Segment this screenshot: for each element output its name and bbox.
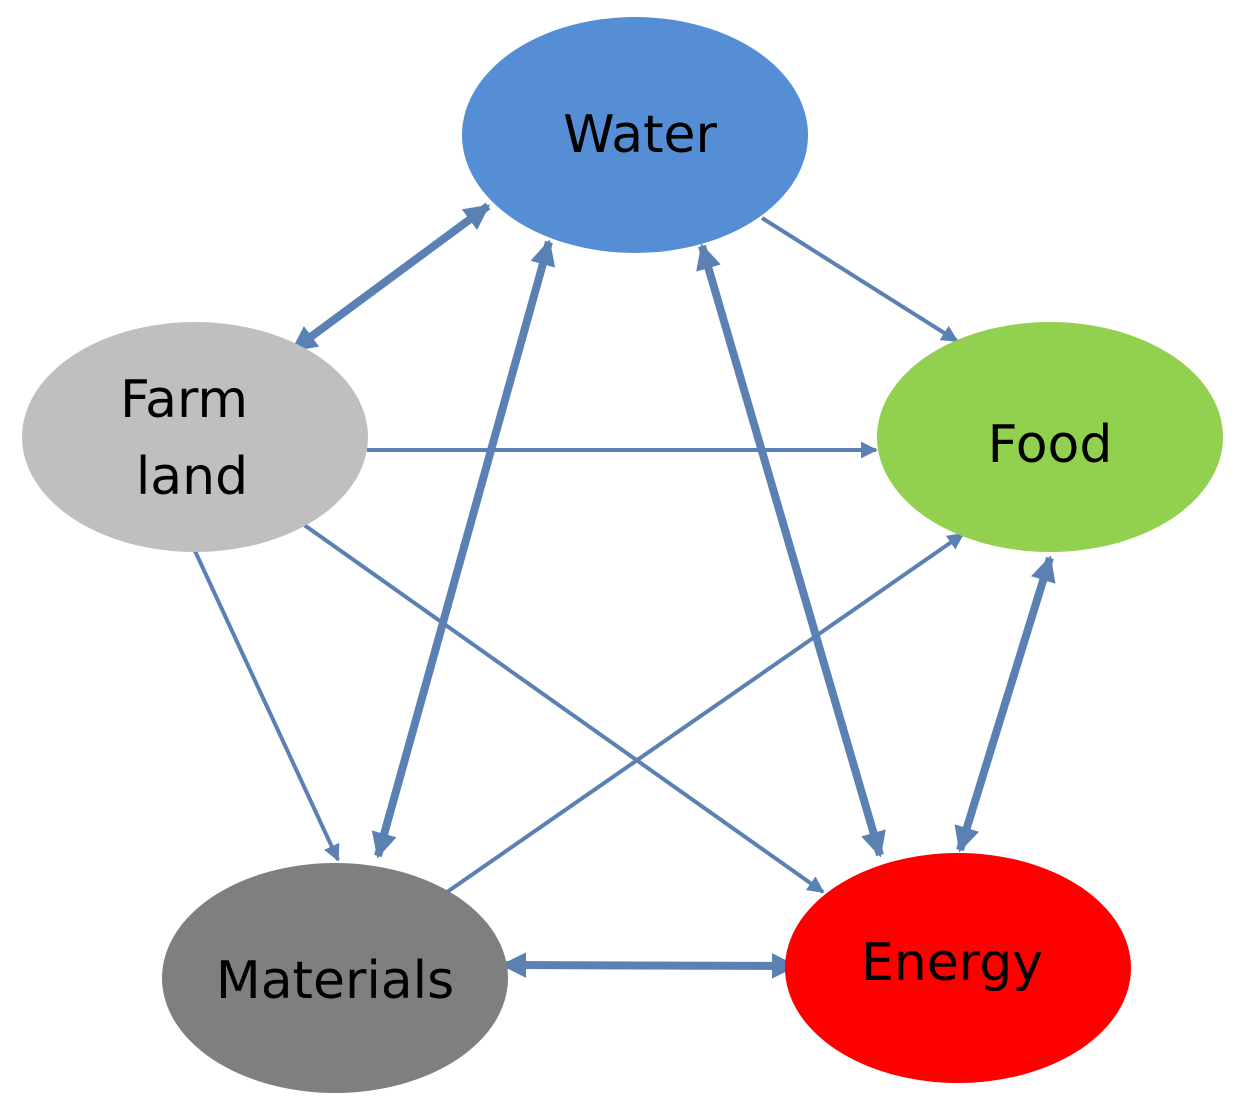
water-ellipse — [462, 17, 808, 253]
food-label: Food — [988, 415, 1113, 475]
arrow-water-materials — [371, 239, 556, 859]
farmland-label-line2: land — [136, 447, 248, 507]
node-materials: Materials — [162, 863, 508, 1093]
water-label: Water — [563, 105, 717, 165]
materials-label: Materials — [216, 951, 454, 1011]
node-energy: Energy — [785, 853, 1131, 1083]
energy-label: Energy — [861, 933, 1043, 993]
arrow-water-energy — [696, 243, 886, 858]
arrow-materials-food — [435, 532, 965, 901]
node-food: Food — [877, 322, 1223, 552]
arrow-farmland-energy — [298, 520, 825, 894]
arrow-materials-energy — [500, 952, 798, 979]
arrow-food-energy — [954, 555, 1056, 853]
arrow-water-food — [760, 216, 959, 343]
arrows — [193, 202, 1056, 979]
arrow-farmland-materials — [193, 550, 340, 862]
node-water: Water — [462, 17, 808, 253]
arrow-water-farmland — [290, 202, 491, 354]
farmland-ellipse — [22, 322, 368, 552]
energy-ellipse — [785, 853, 1131, 1083]
food-ellipse — [877, 322, 1223, 552]
farmland-label-line1: Farm — [120, 370, 248, 430]
materials-ellipse — [162, 863, 508, 1093]
node-farmland: Farm land — [22, 322, 368, 552]
